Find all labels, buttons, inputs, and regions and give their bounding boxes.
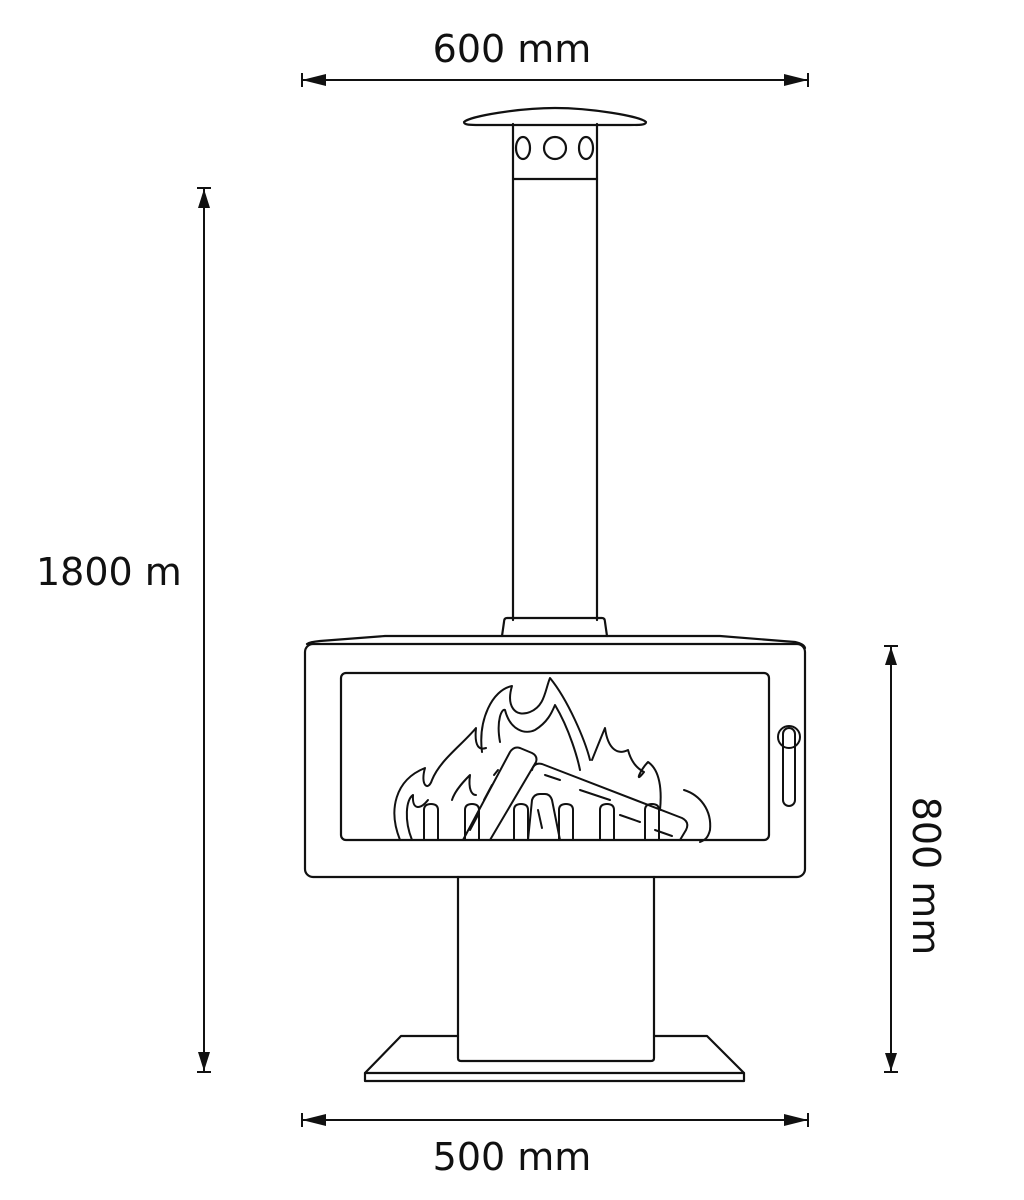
glass-window — [339, 671, 771, 842]
flue-vent-holes — [514, 135, 595, 161]
rain-cap — [462, 106, 648, 127]
pedestal — [456, 875, 656, 1063]
flue-collar — [500, 616, 609, 638]
door-handle-icon — [777, 725, 801, 807]
bottom-width-dimension-line — [301, 1113, 809, 1127]
top-width-dimension-line — [301, 73, 809, 87]
firebox-body — [303, 642, 807, 879]
base-plate — [363, 1034, 746, 1083]
flue-pipe — [511, 122, 599, 622]
bottom-width-label: 500 mm — [432, 1135, 592, 1179]
logs — [462, 746, 689, 841]
top-width-label: 600 mm — [432, 27, 592, 71]
total-height-dimension-line — [197, 187, 211, 1073]
total-height-label: 1800 m — [36, 550, 182, 594]
body-height-dimension-line — [884, 645, 898, 1073]
flames — [393, 677, 712, 843]
grate-bars — [423, 803, 660, 841]
firebox-top — [305, 634, 807, 650]
